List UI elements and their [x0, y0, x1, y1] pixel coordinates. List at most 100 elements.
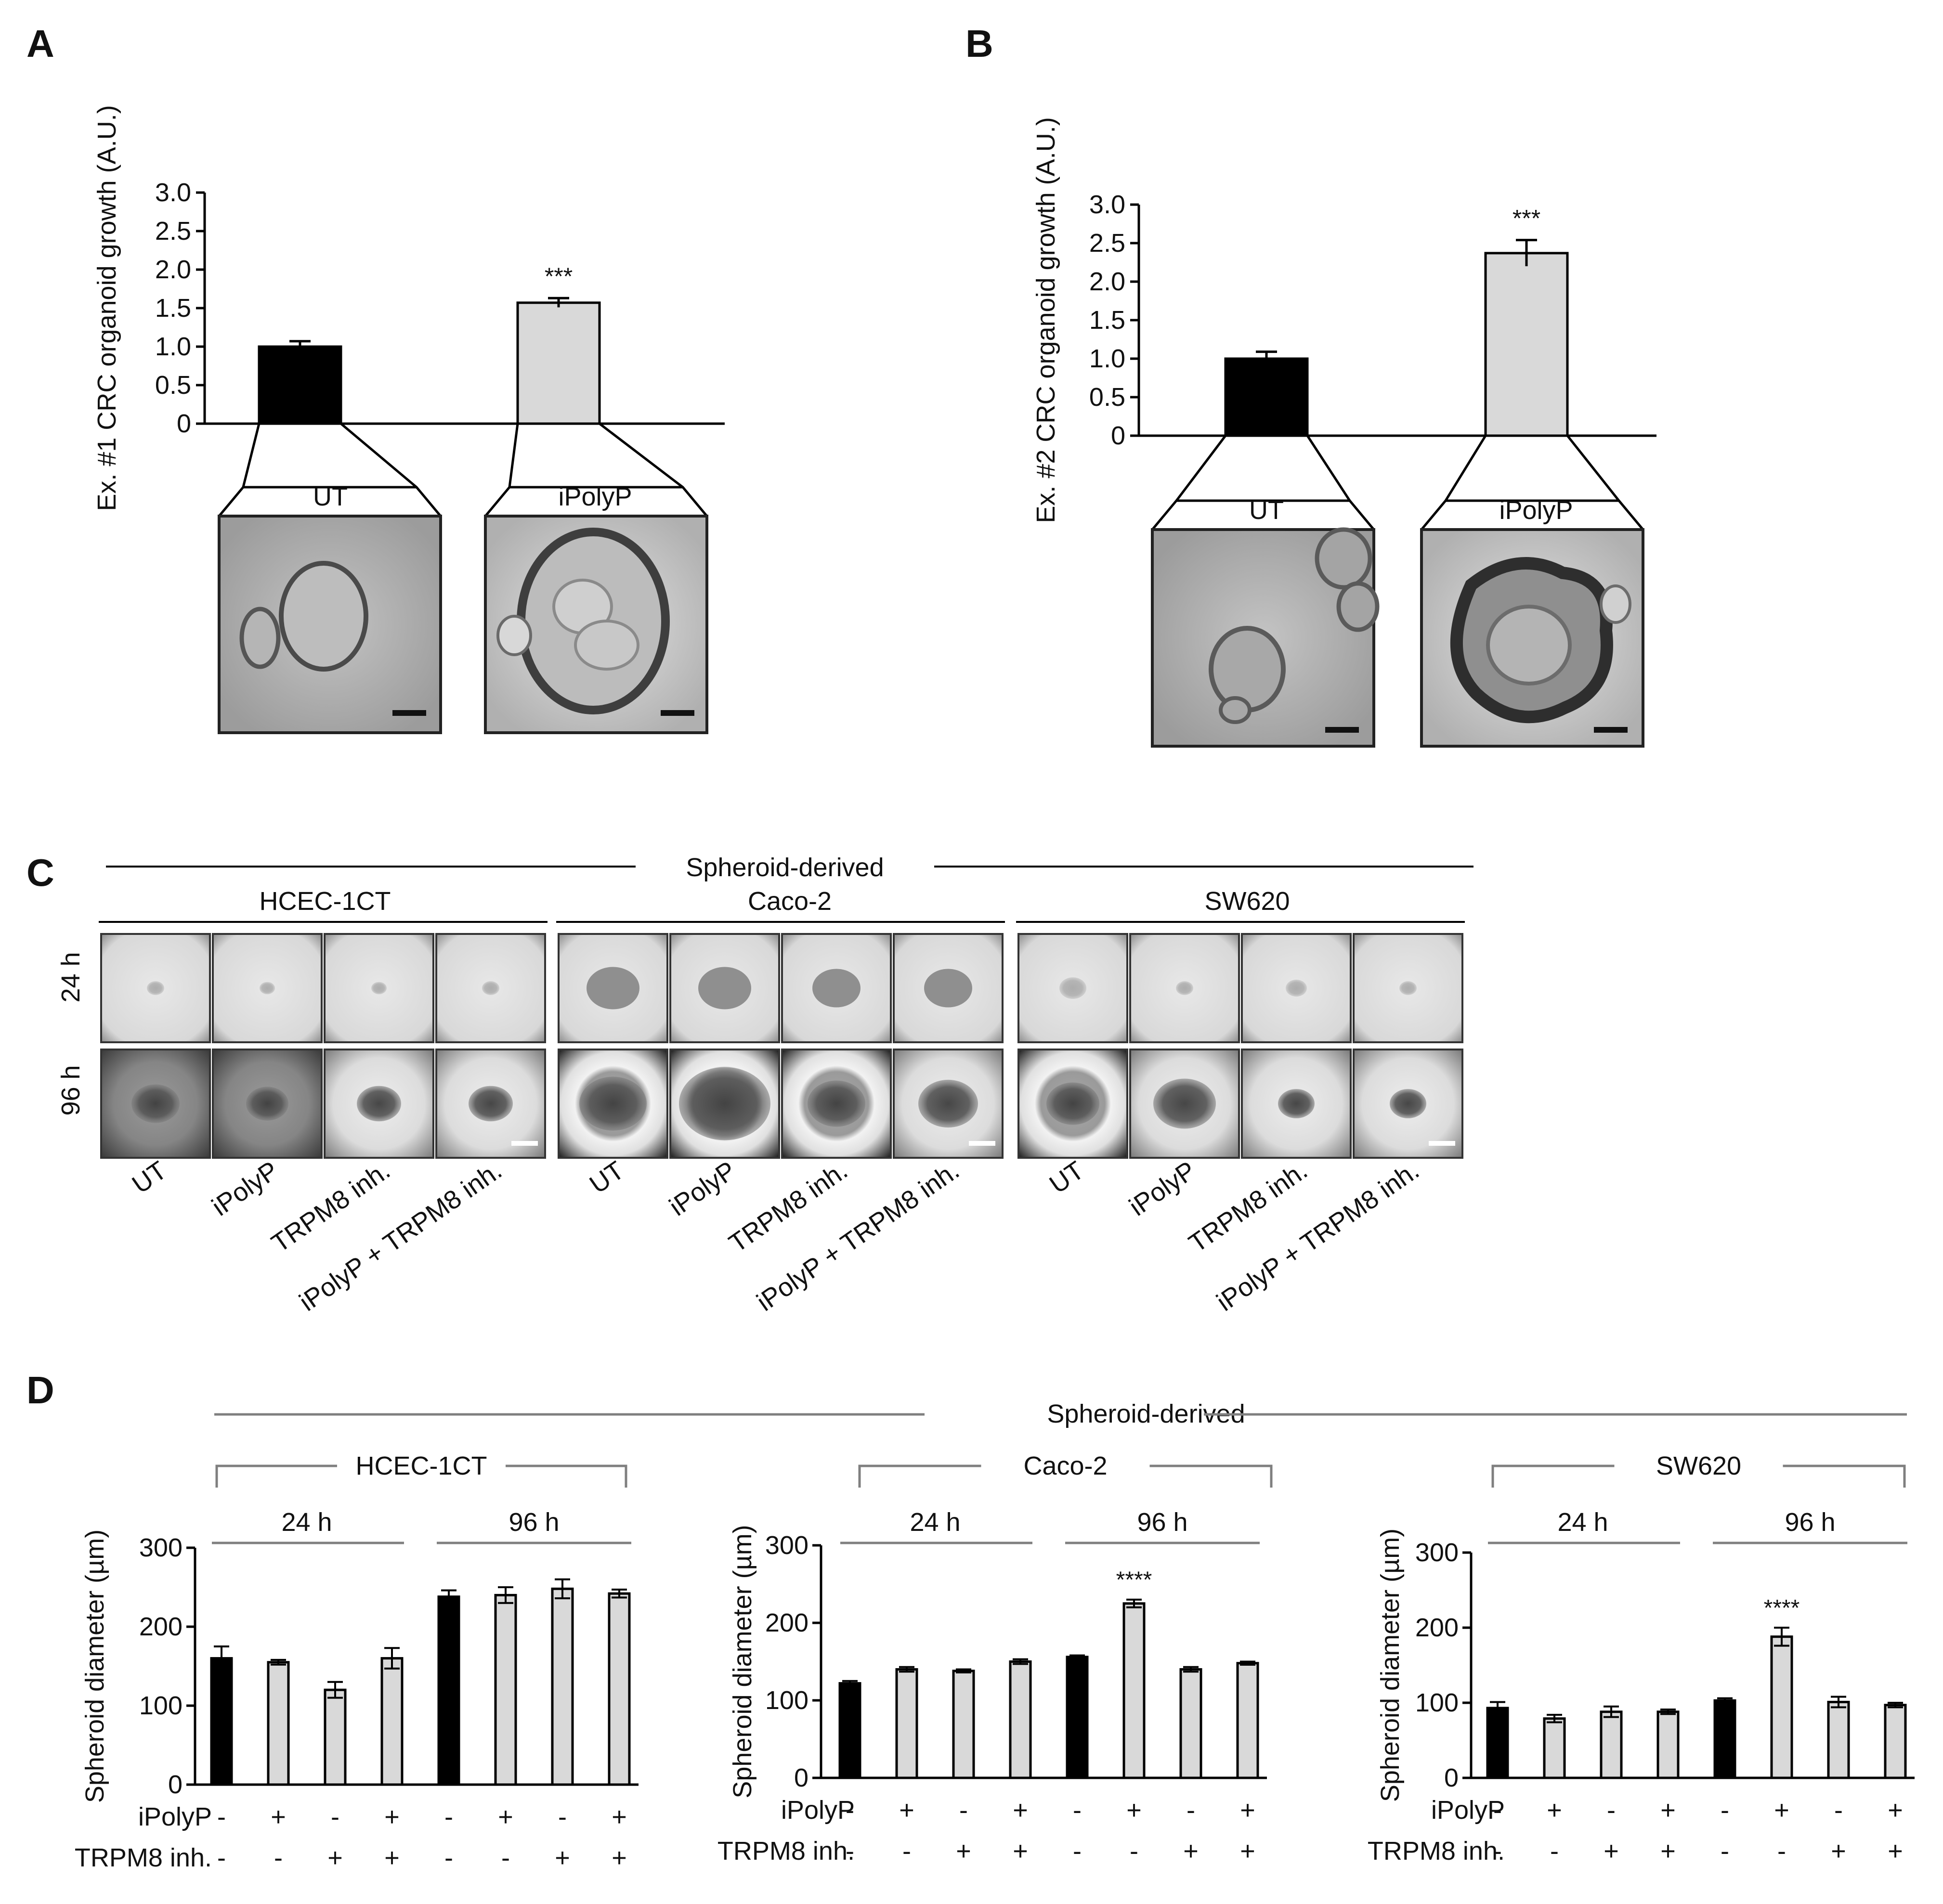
chart-d3-ytick-label: 0: [1444, 1763, 1459, 1792]
chart-d2-bar: [838, 1682, 861, 1779]
chart-d1-bar: [324, 1688, 347, 1786]
chart-d1-bracket: [506, 1464, 627, 1488]
spheroid-mark: [1390, 1089, 1426, 1118]
chart-d2-ipolyp-sign: +: [1240, 1796, 1255, 1825]
chart-b-bar: [1484, 252, 1569, 437]
chart-b-ytick-label: 3.0: [1089, 190, 1125, 219]
chart-d1-ylabel: Spheroid diameter (µm): [80, 1529, 109, 1803]
chart-a-bar: [258, 345, 342, 425]
chart-d3-trpm8-sign: -: [1493, 1837, 1502, 1865]
chart-d1-bar: [210, 1657, 233, 1786]
spheroid-mark: [1176, 981, 1193, 995]
spheroid-mark: [1046, 1082, 1099, 1125]
chart-d2-trpm8-sign: -: [1073, 1837, 1082, 1865]
spheroid-mark: [698, 967, 751, 1010]
chart-d3-row-label-trpm8: TRPM8 inh.: [1368, 1837, 1505, 1865]
panel-c-condition-label: iPolyP + TRPM8 inh.: [1212, 1156, 1424, 1317]
spheroid-mark: [587, 967, 639, 1010]
spheroid-mark: [579, 1076, 647, 1131]
chart-d1-ipolyp-sign: +: [498, 1802, 513, 1831]
chart-d2-ylabel: Spheroid diameter (µm): [728, 1525, 757, 1798]
chart-a-bar: [516, 301, 601, 425]
panel-label-a: A: [26, 22, 54, 65]
spheroid-mark: [812, 969, 861, 1008]
chart-d2-trpm8-sign: +: [956, 1837, 971, 1865]
chart-d1-trpm8-sign: +: [327, 1843, 343, 1872]
chart-d1-bar: [608, 1592, 631, 1786]
chart-d1-time-label: 24 h: [281, 1508, 332, 1537]
chart-a-ytick-label: 1.0: [155, 332, 191, 361]
chart-d3-bar: [1543, 1717, 1566, 1779]
chart-d1-ipolyp-sign: -: [331, 1802, 339, 1831]
chart-a: 00.51.01.52.02.53.0***: [155, 178, 725, 517]
chart-d1-trpm8-sign: -: [217, 1843, 226, 1872]
chart-d1-trpm8-sign: +: [384, 1843, 400, 1872]
chart-d2-ipolyp-sign: -: [1073, 1796, 1082, 1825]
chart-d2-bracket: [858, 1464, 981, 1488]
chart-d2-trpm8-sign: -: [902, 1837, 911, 1865]
chart-d2-bar: [895, 1668, 918, 1779]
chart-d2-ytick-label: 300: [765, 1531, 808, 1560]
chart-d1-ytick-label: 200: [139, 1612, 183, 1641]
panel-c-line-sw620: SW620: [1204, 887, 1290, 916]
chart-d3-bar: [1770, 1635, 1793, 1779]
chart-a-ytick-label: 1.5: [155, 294, 191, 323]
chart-d3-bar: [1884, 1704, 1907, 1779]
spheroid-mark: [246, 1087, 288, 1121]
chart-d3-bar: [1600, 1710, 1623, 1779]
panel-c-condition-label: iPolyP: [664, 1156, 741, 1222]
chart-d1-trpm8-sign: +: [555, 1843, 570, 1872]
chart-d3-bar: [1827, 1700, 1850, 1779]
chart-d3-bar: [1713, 1699, 1736, 1779]
chart-d1-ipolyp-sign: -: [217, 1802, 226, 1831]
chart-d1-trpm8-sign: -: [274, 1843, 283, 1872]
spheroid-mark: [147, 981, 164, 995]
chart-b-significance: ***: [1513, 205, 1540, 232]
panel-c-condition-label: UT: [127, 1156, 172, 1199]
chart-d1-trpm8-sign: -: [444, 1843, 453, 1872]
chart-a-ytick-label: 0.5: [155, 371, 191, 400]
chart-d3-ytick-label: 200: [1415, 1613, 1459, 1642]
panel-c-line-hcec: HCEC-1CT: [259, 887, 391, 916]
chart-d2-ytick-label: 0: [794, 1763, 808, 1792]
spheroid-mark: [357, 1086, 401, 1122]
chart-d2-row-label-ipolyp: iPolyP: [781, 1796, 855, 1825]
chart-d2-bar: [1236, 1662, 1259, 1779]
chart-d3-ipolyp-sign: -: [1721, 1796, 1729, 1825]
chart-d3-ylabel: Spheroid diameter (µm): [1376, 1528, 1405, 1802]
chart-d2-bar: [952, 1670, 975, 1779]
chart-d1-bar: [267, 1661, 290, 1786]
chart-d3-trpm8-sign: +: [1604, 1837, 1619, 1865]
spheroid-mark: [371, 982, 387, 995]
chart-a-ytick-label: 2.0: [155, 255, 191, 284]
chart-d1-bar: [494, 1593, 517, 1786]
panel-c-condition-label: iPolyP + TRPM8 inh.: [752, 1156, 965, 1317]
chart-d1-bar: [551, 1587, 574, 1786]
chart-b-ytick-label: 0.5: [1089, 383, 1125, 412]
chart-d1-trpm8-sign: -: [501, 1843, 510, 1872]
panel-label-b: B: [965, 22, 993, 65]
chart-d2-ipolyp-sign: +: [899, 1796, 914, 1825]
scale-bar: [1429, 1141, 1455, 1146]
micrograph-a-ipolyp: [484, 515, 708, 734]
chart-a-image-label-ipolyp: iPolyP: [558, 482, 632, 511]
chart-b-image-label-ut: UT: [1249, 496, 1284, 525]
panel-label-d: D: [26, 1369, 54, 1412]
chart-d2-time-label: 24 h: [910, 1508, 960, 1537]
panel-c-header: Spheroid-derived: [686, 853, 884, 882]
chart-d1-row-label-ipolyp: iPolyP: [138, 1802, 212, 1831]
chart-d2-ipolyp-sign: -: [846, 1796, 854, 1825]
panel-label-c: C: [26, 851, 54, 894]
chart-d1-bracket: [215, 1464, 337, 1488]
chart-d2-ipolyp-sign: +: [1126, 1796, 1142, 1825]
spheroid-mark: [260, 982, 275, 995]
micrograph-b-ipolyp: [1420, 528, 1644, 748]
chart-b-ytick-label: 0: [1111, 421, 1125, 450]
spheroid-mark: [1278, 1089, 1315, 1118]
chart-d2-trpm8-sign: -: [846, 1837, 854, 1865]
panel-c-row-96h: 96 h: [56, 1065, 85, 1115]
spheroid-mark: [131, 1084, 180, 1123]
chart-d3-ipolyp-sign: +: [1888, 1796, 1903, 1825]
